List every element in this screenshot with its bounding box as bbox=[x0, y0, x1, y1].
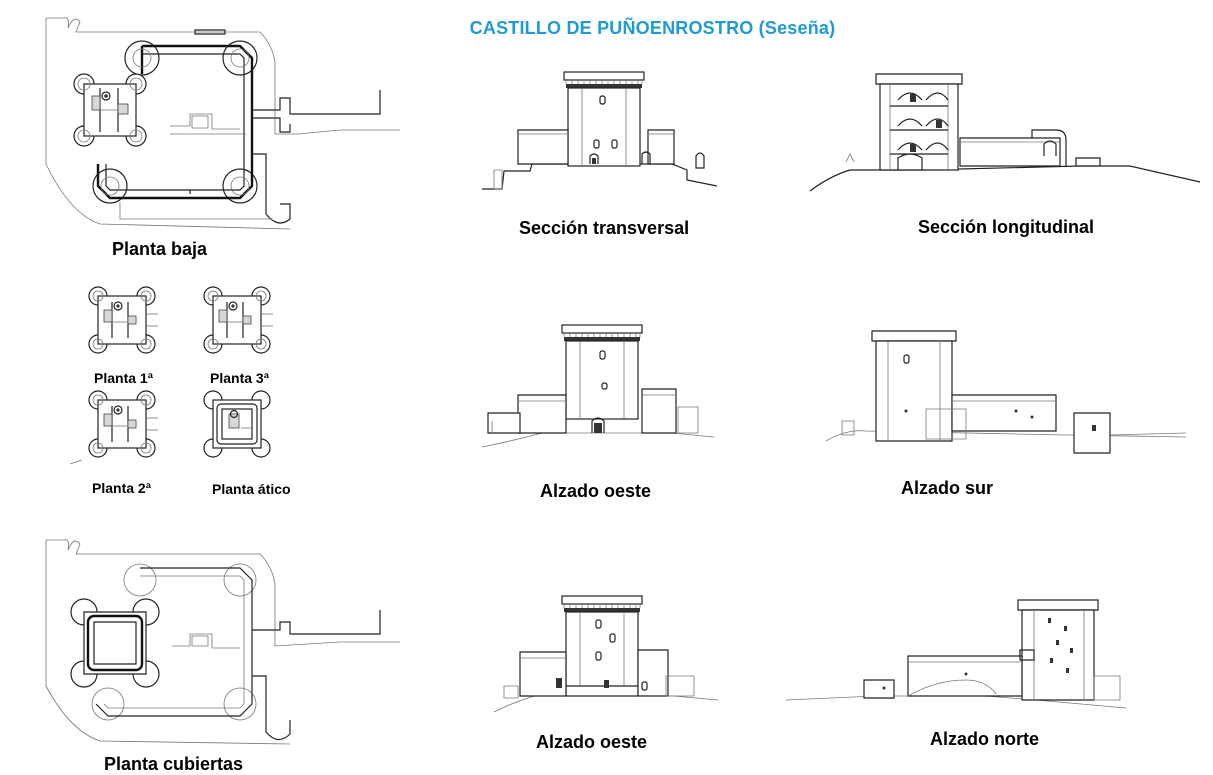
label-alzado-oeste-1: Alzado oeste bbox=[540, 481, 652, 501]
planta-1-drawing bbox=[88, 286, 159, 354]
planta-baja-drawing bbox=[40, 14, 410, 239]
planta-atico-drawing bbox=[203, 390, 271, 458]
label-planta-2: Planta 2ª bbox=[92, 480, 151, 496]
label-planta-1: Planta 1ª bbox=[94, 370, 153, 386]
label-alzado-oeste-2: Alzado oeste bbox=[536, 732, 648, 752]
label-alzado-sur: Alzado sur bbox=[901, 478, 994, 498]
alzado-norte-drawing bbox=[786, 596, 1146, 721]
label-planta-baja: Planta baja bbox=[112, 239, 208, 259]
label-alzado-norte: Alzado norte bbox=[930, 729, 1040, 749]
label-planta-atico: Planta ático bbox=[212, 481, 291, 497]
label-seccion-longitudinal: Sección longitudinal bbox=[918, 217, 1095, 237]
label-planta-3: Planta 3ª bbox=[210, 370, 269, 386]
alzado-oeste-2-drawing bbox=[494, 595, 724, 720]
page-title: CASTILLO DE PUÑOENROSTRO (Seseña) bbox=[469, 18, 836, 38]
alzado-oeste-1-drawing bbox=[482, 324, 722, 450]
seccion-longitudinal-drawing bbox=[800, 66, 1200, 196]
planta-2-drawing bbox=[88, 390, 159, 470]
label-planta-cubiertas: Planta cubiertas bbox=[104, 754, 244, 774]
planta-3-drawing bbox=[203, 286, 274, 354]
seccion-transversal-drawing bbox=[482, 71, 722, 191]
alzado-sur-drawing bbox=[826, 325, 1196, 455]
planta-cubiertas-drawing bbox=[40, 536, 410, 751]
label-seccion-transversal: Sección transversal bbox=[519, 218, 690, 238]
